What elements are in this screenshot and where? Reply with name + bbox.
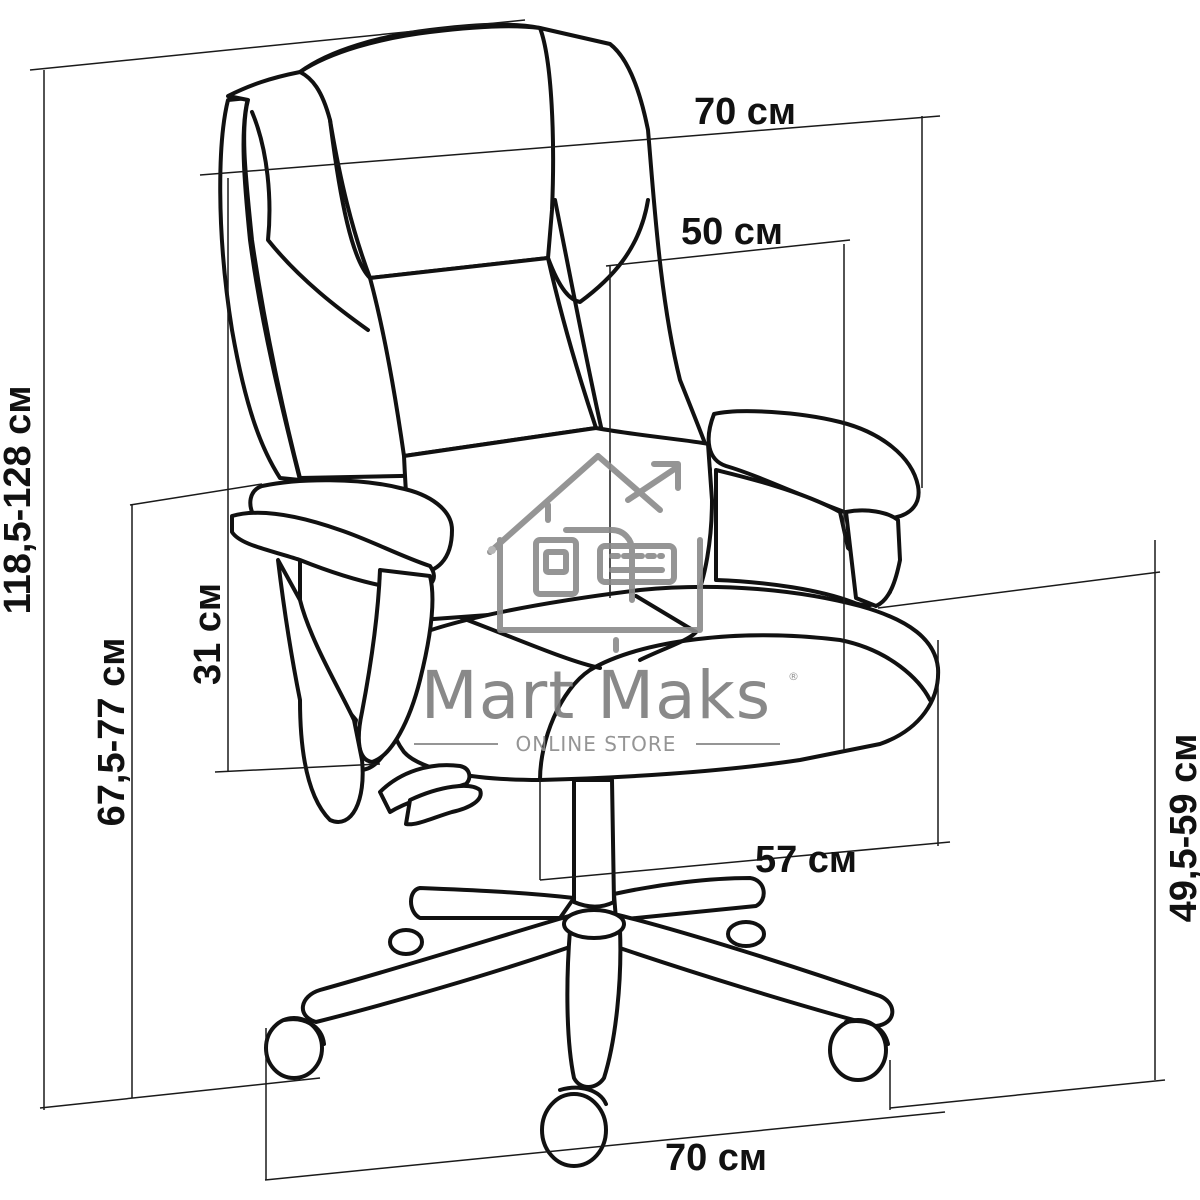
headrest-bolster-curve [250,110,370,332]
dimension-labels: 118,5-128 см 67,5-77 см 31 см 49,5-59 см… [0,91,1200,1179]
base-leg-back-right [612,876,766,922]
total-height-label: 118,5-128 см [0,386,39,615]
backrest-lower-left [276,558,365,824]
right-armrest-pad [706,409,921,521]
base-width-label: 70 см [665,1137,767,1179]
armrest-height-label: 67,5-77 см [91,638,133,827]
seat-width-line [605,239,851,267]
base-leg-front-left [301,912,586,1024]
gas-cylinder [572,778,616,909]
caster-front-left [264,1016,326,1080]
floor-line-left [39,1077,321,1109]
brand-name: Mart Maks [421,657,771,734]
brand-registered-mark: ® [788,670,799,683]
caster-back-left [388,928,424,956]
backrest-width-line [199,115,941,176]
base-width-line [264,1111,946,1181]
caster-front-right [828,1018,890,1082]
armrest-to-seat-label: 31 см [187,583,229,685]
seat-width-label: 50 см [681,211,783,253]
watermark-logo: Mart Maks ® ONLINE STORE [414,453,799,756]
right-armrest-post [844,508,902,608]
brand-tagline: ONLINE STORE [516,732,677,756]
base-hub [562,908,626,940]
tilt-lever-lower [404,783,483,827]
seat-depth-label: 57 см [755,839,857,881]
base-leg-front [565,928,623,1089]
armrest-height-top-extension [129,483,263,506]
dimension-lines [29,19,1166,1181]
seat-back-seam [460,616,602,670]
base-leg-back-left [409,886,576,920]
seat-height-label: 49,5-59 см [1163,734,1200,923]
backrest-wing-curve [546,198,650,304]
house-cart-icon [487,453,703,653]
backrest-seam-left [328,118,372,280]
seat-depth-line [539,841,951,881]
caster-front [540,1085,608,1168]
left-armrest-post [356,568,435,764]
total-height-top-extension [29,19,526,71]
seat-height-top-extension [877,571,1161,609]
backrest-width-label: 70 см [694,91,796,133]
floor-line-right [889,1079,1166,1109]
seat-front-bolster [538,633,932,782]
office-chair-illustration [218,22,941,1168]
base-leg-front-right [606,912,895,1028]
backrest-seam-right [553,198,606,442]
caster-back-right [726,920,766,948]
armrest-to-seat-bottom-extension [214,763,381,773]
